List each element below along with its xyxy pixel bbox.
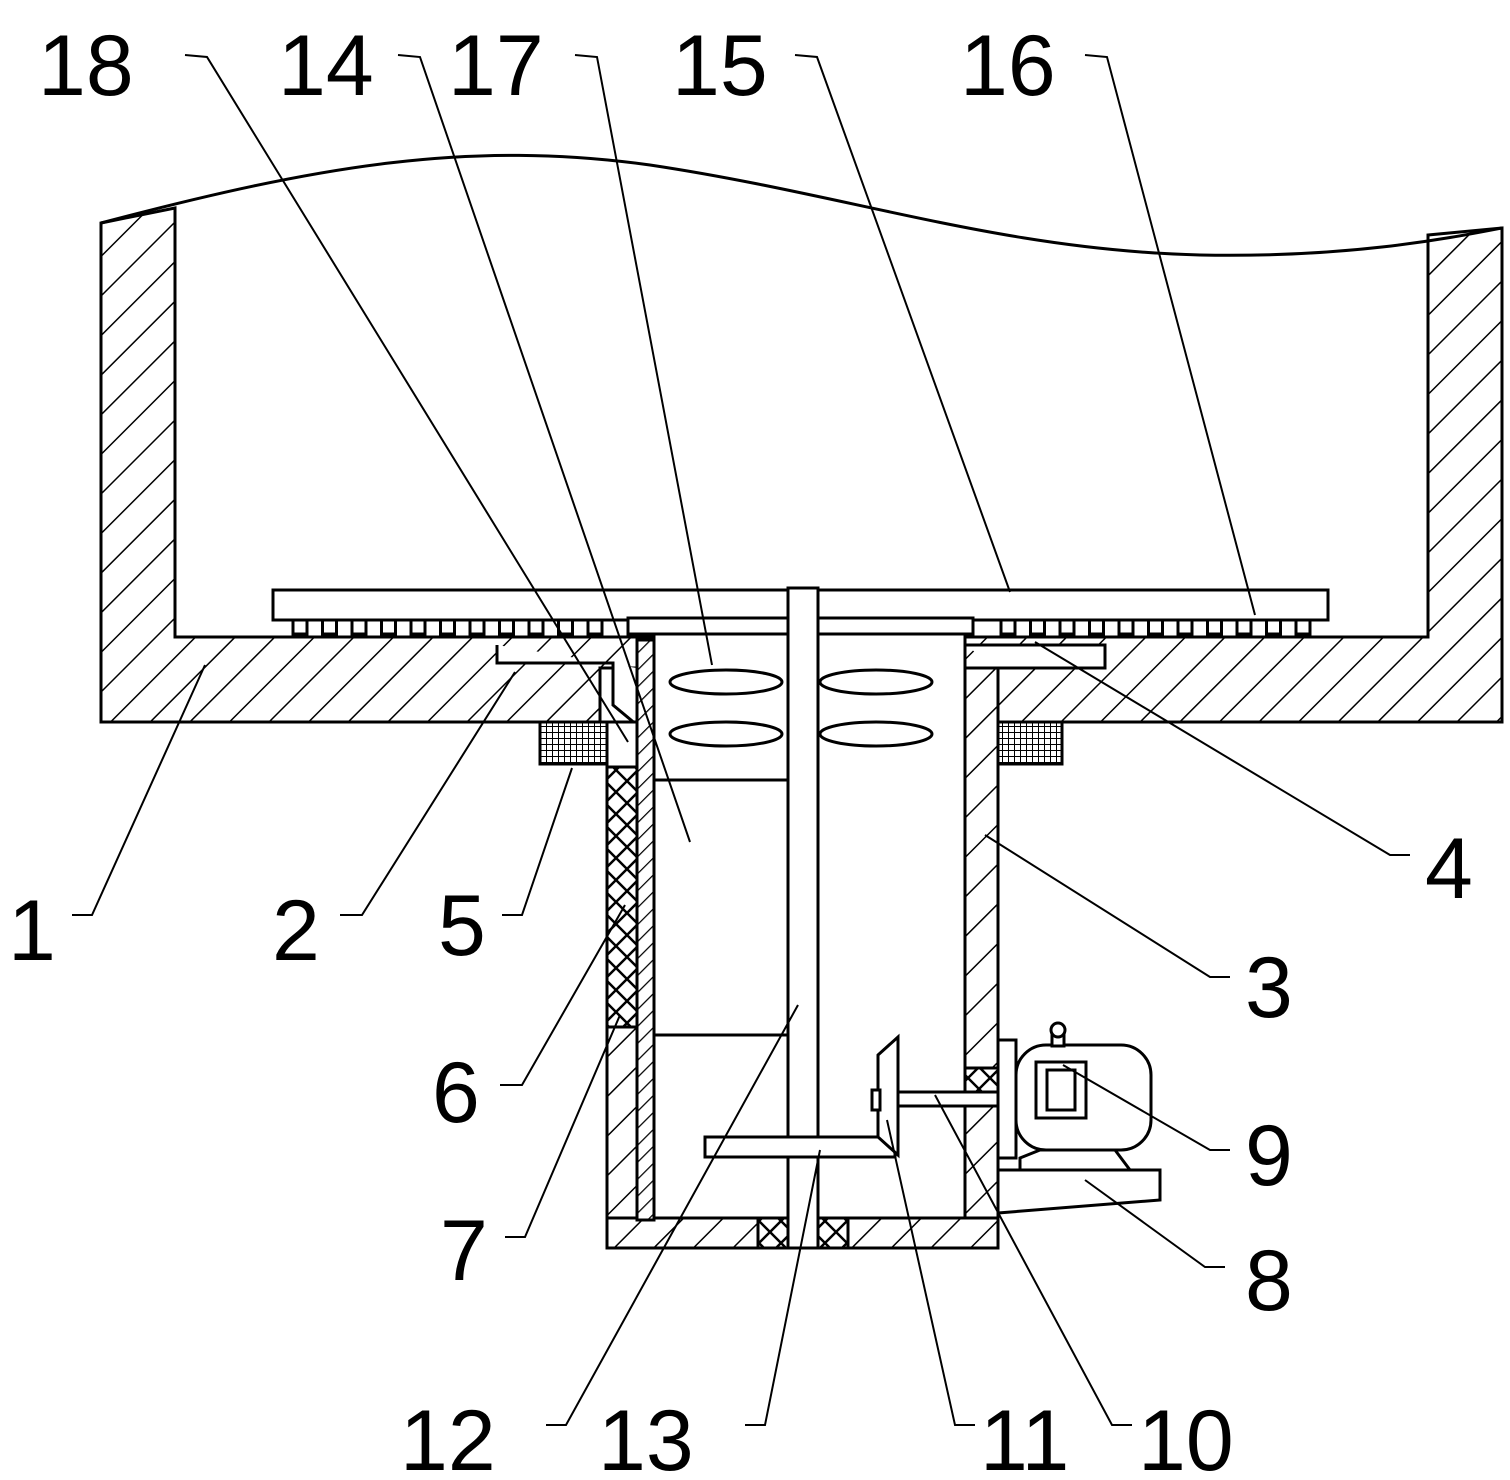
plate-tooth xyxy=(527,618,545,636)
break-line xyxy=(100,153,1503,257)
plate-tooth xyxy=(350,618,368,636)
label-6: 6 xyxy=(432,1045,480,1141)
plate-tooth xyxy=(1294,618,1312,636)
label-16: 16 xyxy=(960,18,1056,114)
label-13: 13 xyxy=(598,1393,694,1480)
label-14: 14 xyxy=(278,18,374,114)
plate-tooth xyxy=(1206,618,1223,636)
plate-tooth xyxy=(557,618,574,636)
plate-tooth xyxy=(468,618,486,636)
label-10: 10 xyxy=(1138,1393,1234,1480)
drive-bar xyxy=(703,1135,897,1159)
plate-tooth xyxy=(1117,618,1135,636)
plate-tooth xyxy=(1176,618,1194,636)
plate-tooth xyxy=(498,618,515,636)
plate-tooth xyxy=(439,618,456,636)
plate-tooth xyxy=(409,618,427,636)
plate-tooth xyxy=(1088,618,1105,636)
plate-tooth xyxy=(1029,618,1046,636)
seal-block-right xyxy=(996,720,1064,766)
label-1: 1 xyxy=(8,883,56,979)
label-7: 7 xyxy=(440,1203,488,1299)
seal-block-left xyxy=(538,720,610,766)
plate-tooth xyxy=(999,618,1017,636)
label-9: 9 xyxy=(1245,1108,1293,1204)
label-15: 15 xyxy=(672,18,768,114)
plate-tooth xyxy=(1147,618,1164,636)
fan-blades xyxy=(668,668,934,748)
label-3: 3 xyxy=(1245,940,1293,1036)
leader-lines xyxy=(72,54,1410,1426)
motor-shaft xyxy=(896,1090,1000,1108)
label-17: 17 xyxy=(448,18,544,114)
label-8: 8 xyxy=(1245,1233,1293,1329)
plate-teeth xyxy=(291,618,1312,636)
label-12: 12 xyxy=(400,1393,496,1480)
plate-tooth xyxy=(1235,618,1253,636)
plate-tooth xyxy=(321,618,338,636)
label-18: 18 xyxy=(38,18,134,114)
plate-tooth xyxy=(1265,618,1282,636)
label-11: 11 xyxy=(980,1393,1069,1480)
plate-tooth xyxy=(586,618,604,636)
plate-tooth xyxy=(1058,618,1076,636)
lower-block xyxy=(652,1033,790,1220)
label-2: 2 xyxy=(272,883,320,979)
label-4: 4 xyxy=(1425,821,1473,917)
labels: 18 14 17 15 16 1 2 5 4 3 6 9 7 8 12 13 1… xyxy=(8,18,1473,1480)
label-5: 5 xyxy=(438,878,486,974)
motor xyxy=(996,1021,1153,1172)
fan-housing xyxy=(652,632,790,782)
motor-bracket xyxy=(996,1168,1162,1215)
plate-tooth xyxy=(380,618,397,636)
plate-tooth xyxy=(291,618,309,636)
gear-hub xyxy=(870,1088,882,1112)
